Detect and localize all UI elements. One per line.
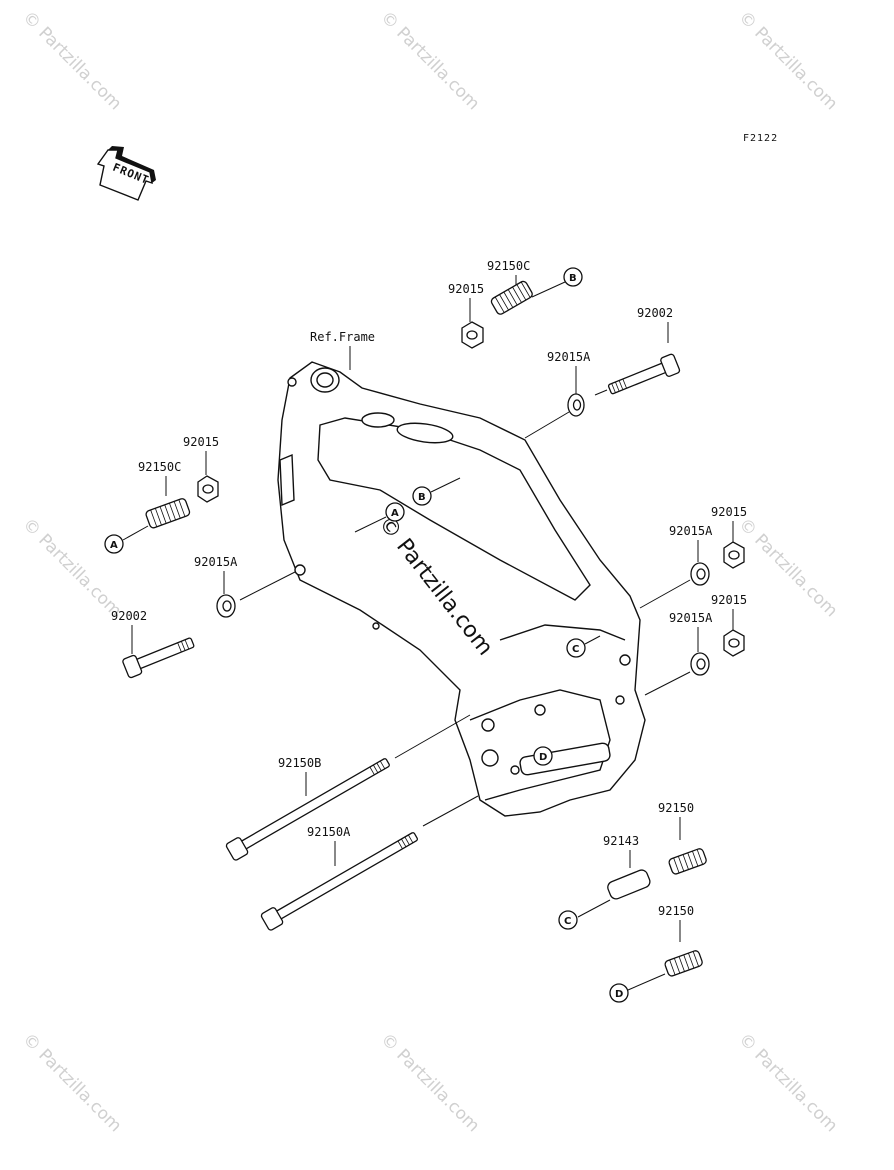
svg-text:92002: 92002 [637,306,673,320]
svg-text:92150: 92150 [658,904,694,918]
part-92015A-right2[interactable]: 92015A [644,611,713,696]
svg-text:D: D [539,752,547,763]
part-92002-top[interactable]: 92002 [594,306,681,399]
part-92150C-left[interactable]: 92150C [122,460,191,541]
watermark-br: © Partzilla.com [734,1029,841,1136]
part-92002-left[interactable]: 92002 [111,609,196,679]
callout-b-frame: B [412,477,461,506]
part-92015A-top[interactable]: 92015A [524,350,591,439]
svg-text:92015A: 92015A [547,350,591,364]
svg-text:D: D [615,989,623,1000]
front-arrow-icon: FRONT [96,146,156,201]
svg-text:92015: 92015 [711,505,747,519]
callout-c-frame: C [566,635,601,658]
part-92150A[interactable]: 92150A [260,795,479,931]
part-92150-2[interactable]: 92150 [627,904,703,991]
callout-d-frame: D [533,746,553,766]
callout-a-left: A [104,534,124,554]
svg-text:92015A: 92015A [669,524,713,538]
watermark-tc: © Partzilla.com [376,7,483,114]
part-92015A-left[interactable]: 92015A [194,555,296,618]
part-92150B[interactable]: 92150B [225,714,471,861]
svg-text:92015: 92015 [711,593,747,607]
svg-text:92150A: 92150A [307,825,351,839]
part-92015-right1[interactable]: 92015 [711,505,747,569]
svg-text:92002: 92002 [111,609,147,623]
callout-b-top: B [563,267,583,287]
svg-text:92150C: 92150C [487,259,530,273]
svg-text:92150C: 92150C [138,460,181,474]
figure-code: F2122 [743,133,778,144]
svg-text:A: A [391,508,399,519]
part-92015-top[interactable]: 92015 [448,282,484,349]
svg-text:92150B: 92150B [278,756,321,770]
part-92015A-right1[interactable]: 92015A [639,524,713,609]
motorcycle-frame [277,361,646,817]
watermark-ml: © Partzilla.com [18,514,125,621]
svg-text:A: A [110,540,118,551]
part-92150-1[interactable]: 92150 [658,801,707,875]
svg-text:92015: 92015 [183,435,219,449]
callout-d-bottom: D [609,983,629,1003]
svg-text:B: B [418,492,426,503]
watermark-tl: © Partzilla.com [18,7,125,114]
watermark-bl: © Partzilla.com [18,1029,125,1136]
svg-text:92015: 92015 [448,282,484,296]
svg-text:C: C [572,644,579,655]
callout-a-frame: A [354,502,405,533]
watermark-mr: © Partzilla.com [734,514,841,621]
part-92015-right2[interactable]: 92015 [711,593,747,657]
svg-text:92150: 92150 [658,801,694,815]
svg-text:C: C [564,916,571,927]
svg-text:92015A: 92015A [194,555,238,569]
watermark-tr: © Partzilla.com [734,7,841,114]
svg-text:92143: 92143 [603,834,639,848]
watermark-bc: © Partzilla.com [376,1029,483,1136]
callout-c-bottom: C [558,910,578,930]
part-92150C-top[interactable]: 92150C [487,259,566,316]
ref-frame-label: Ref.Frame [310,330,375,344]
svg-text:92015A: 92015A [669,611,713,625]
part-92015-left[interactable]: 92015 [183,435,219,503]
svg-text:B: B [569,273,577,284]
part-92143[interactable]: 92143 [577,834,652,918]
